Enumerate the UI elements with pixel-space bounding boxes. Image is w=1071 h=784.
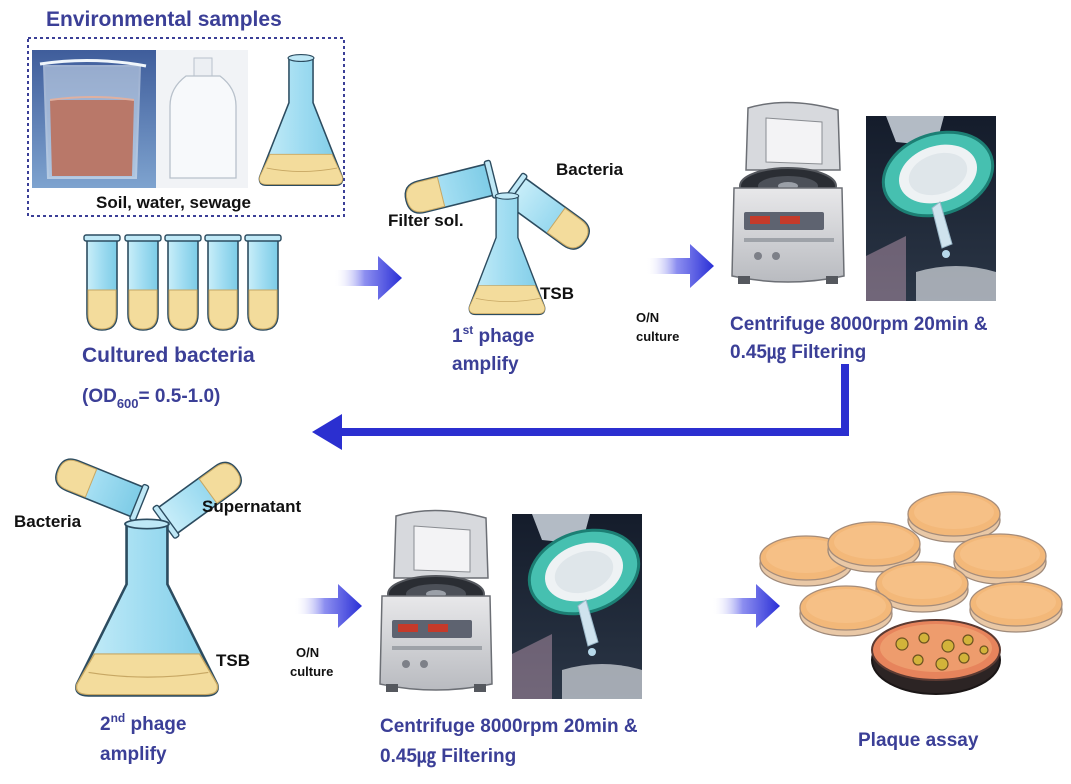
flask-icon bbox=[258, 53, 344, 187]
flask-icon bbox=[75, 518, 219, 697]
bacteria-label-top: Bacteria bbox=[556, 160, 624, 179]
culture-text-1: culture bbox=[636, 329, 679, 344]
syringe-filter-photo bbox=[864, 114, 1006, 303]
tsb-label-bottom: TSB bbox=[216, 651, 250, 670]
supernatant-label: Supernatant bbox=[202, 497, 302, 516]
arrow-icon bbox=[312, 364, 849, 450]
bacteria-label-bottom: Bacteria bbox=[14, 512, 82, 531]
amplify-label-top: amplify bbox=[452, 354, 519, 375]
first-rest: phage bbox=[473, 326, 534, 347]
on-culture-label-bottom: O/N culture bbox=[290, 645, 333, 679]
amplify-label-bottom: amplify bbox=[100, 744, 167, 765]
od-prefix: (OD bbox=[82, 386, 117, 407]
second-num: 2 bbox=[100, 714, 111, 735]
first-phage-label: 1st phage bbox=[452, 323, 534, 347]
arrow-icon bbox=[294, 584, 362, 628]
arrow-icon bbox=[334, 256, 402, 300]
beaker-photo bbox=[32, 50, 156, 188]
centrifuge-icon bbox=[379, 509, 493, 693]
petri-dish-icon bbox=[871, 619, 1001, 695]
od-label: (OD600= 0.5-1.0) bbox=[82, 386, 220, 411]
arrow-icon bbox=[646, 244, 714, 288]
tsb-label-top: TSB bbox=[540, 284, 574, 303]
centrifuge-label-bottom-2: 0.45㎍ Filtering bbox=[380, 746, 516, 768]
centrifuge-label-top-2: 0.45㎍ Filtering bbox=[730, 342, 866, 364]
centrifuge-icon bbox=[731, 101, 845, 285]
samples-box bbox=[27, 37, 345, 217]
first-num: 1 bbox=[452, 326, 463, 347]
on-text-2: O/N bbox=[296, 645, 319, 660]
arrow-icon bbox=[712, 584, 780, 628]
petri-dish-icon bbox=[759, 491, 1063, 637]
od-subscript: 600 bbox=[117, 396, 139, 411]
test-tube-icon bbox=[83, 234, 282, 331]
culture-text-2: culture bbox=[290, 664, 333, 679]
syringe-filter-photo bbox=[510, 512, 652, 701]
filter-sol-label: Filter sol. bbox=[388, 211, 464, 230]
environmental-samples-label: Environmental samples bbox=[46, 8, 282, 31]
second-sup: nd bbox=[111, 711, 126, 725]
bottle-photo bbox=[156, 50, 248, 188]
first-sup: st bbox=[463, 323, 474, 337]
second-rest: phage bbox=[125, 714, 186, 735]
centrifuge-label-top-1: Centrifuge 8000rpm 20min & bbox=[730, 314, 988, 335]
on-culture-label-top: O/N culture bbox=[636, 310, 679, 344]
plaque-assay-label: Plaque assay bbox=[858, 730, 979, 751]
centrifuge-label-bottom-1: Centrifuge 8000rpm 20min & bbox=[380, 716, 638, 737]
soil-water-sewage-label: Soil, water, sewage bbox=[96, 193, 251, 212]
second-phage-label: 2nd phage bbox=[100, 711, 186, 735]
on-text-1: O/N bbox=[636, 310, 659, 325]
cultured-bacteria-label: Cultured bacteria bbox=[82, 344, 255, 367]
od-suffix: = 0.5-1.0) bbox=[139, 386, 221, 407]
